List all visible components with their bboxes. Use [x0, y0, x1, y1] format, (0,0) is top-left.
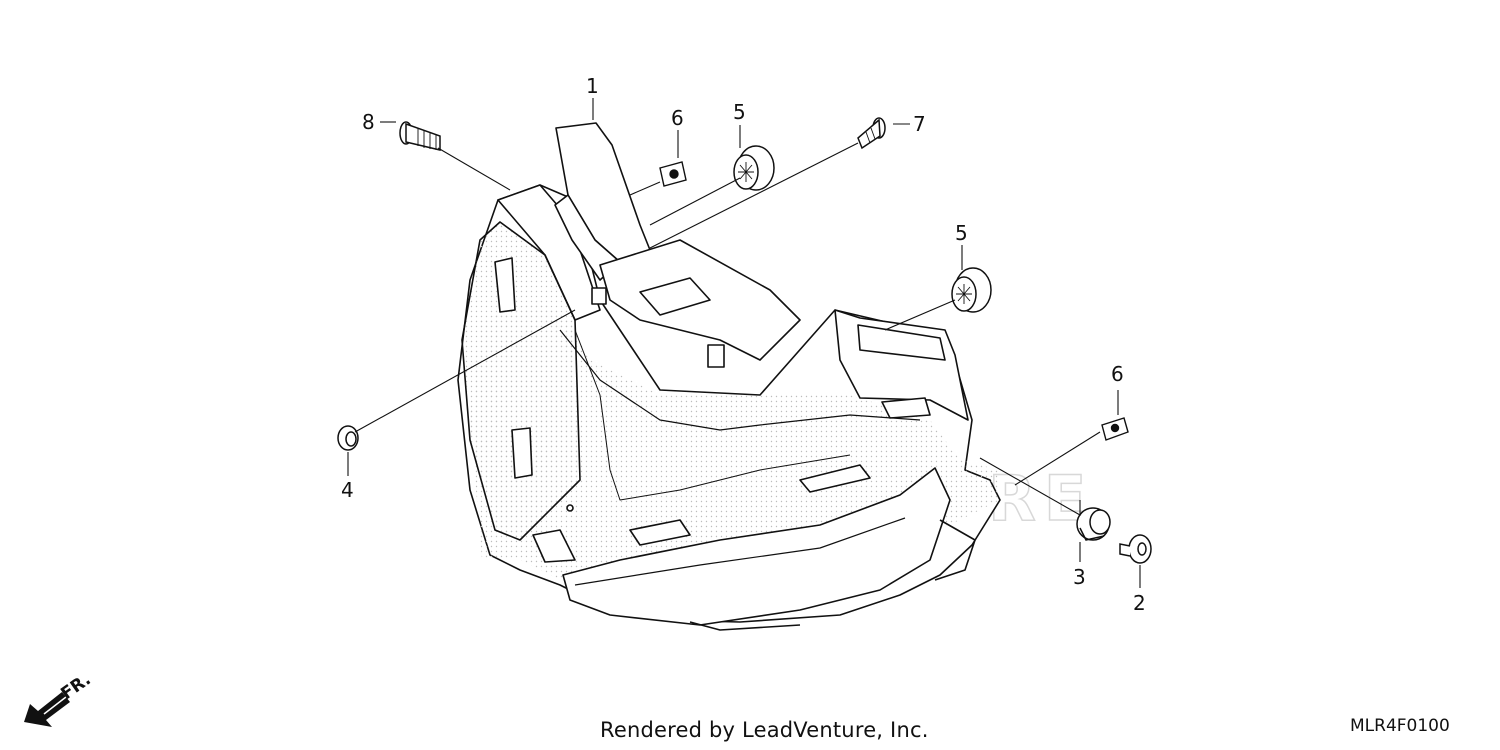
callout-5-middle: 5 [955, 221, 968, 245]
callout-6-lower: 6 [1111, 362, 1124, 386]
headlight-assembly [457, 122, 1001, 631]
grommet-part-3 [1076, 507, 1111, 541]
collar-part-2 [1119, 534, 1152, 564]
clip-nut-part-6-lower [1101, 417, 1129, 441]
callout-6-upper: 6 [671, 106, 684, 130]
callout-5-upper: 5 [733, 100, 746, 124]
callout-1: 1 [586, 74, 599, 98]
grommet-part-5-middle [951, 267, 992, 313]
grommet-part-5-upper [733, 145, 775, 191]
callout-7: 7 [913, 112, 926, 136]
rendered-by-credit: Rendered by LeadVenture, Inc. [600, 718, 929, 742]
leader-lines [347, 98, 1141, 588]
callout-8: 8 [362, 110, 375, 134]
front-direction-arrow: FR. [24, 670, 95, 727]
screw-part-7 [857, 117, 886, 150]
callout-2: 2 [1133, 591, 1146, 615]
screw-part-8 [399, 121, 441, 151]
callout-3: 3 [1073, 565, 1086, 589]
clip-nut-part-6-upper [659, 161, 687, 187]
diagram-code: MLR4F0100 [1350, 716, 1450, 736]
washer-part-4 [337, 425, 359, 451]
callout-4: 4 [341, 478, 354, 502]
